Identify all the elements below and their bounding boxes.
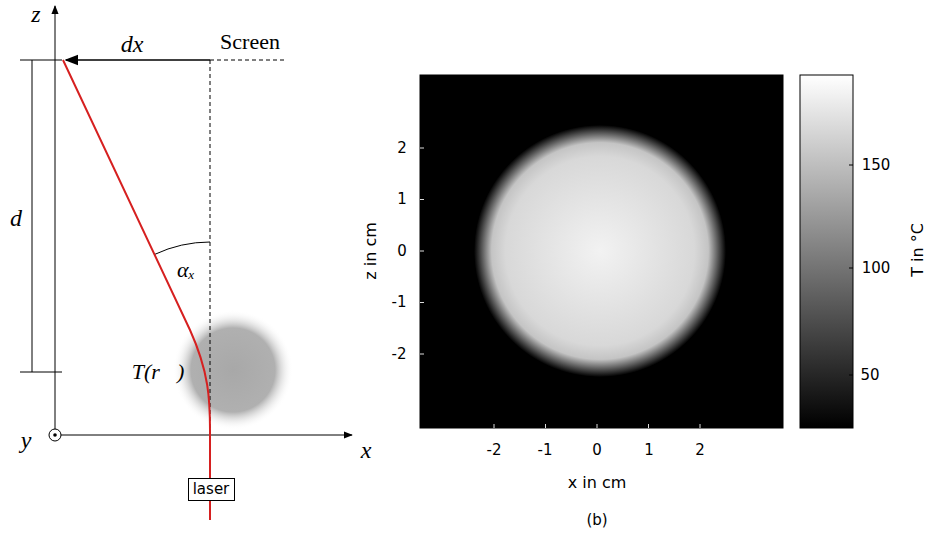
heatmap-disc xyxy=(474,125,726,377)
d-dimension xyxy=(32,60,33,372)
tick-label: -2 xyxy=(392,347,407,362)
heatmap-ground xyxy=(420,75,783,428)
laser-box: laser xyxy=(188,478,235,501)
d-tick xyxy=(20,60,62,61)
y-axis-dot xyxy=(53,433,57,437)
angle-label: αₓ xyxy=(177,259,195,281)
tick-label: 1 xyxy=(397,192,407,207)
axis-title: x in cm xyxy=(568,475,627,491)
heatmap-frame xyxy=(420,75,783,428)
x-axis xyxy=(55,435,352,436)
screen-label: Screen xyxy=(220,31,280,53)
axis-title: z in cm xyxy=(363,222,379,280)
field-label: T(r⃗) xyxy=(132,361,185,383)
colorbar xyxy=(800,75,853,428)
axis-label: z xyxy=(31,2,40,26)
axis-label: x xyxy=(361,438,372,462)
tick-label: 1 xyxy=(644,443,654,458)
dimension-label: d xyxy=(10,206,22,230)
tick-label: -2 xyxy=(487,443,502,458)
colorbar-tick-label: 100 xyxy=(862,261,891,276)
y-axis-symbol xyxy=(49,429,61,441)
temperature-field xyxy=(173,310,293,430)
colorbar-tick-label: 50 xyxy=(860,368,879,383)
d-tick xyxy=(20,372,62,373)
tick-label: -1 xyxy=(538,443,553,458)
node-label: laser xyxy=(193,482,230,497)
tick-label: -1 xyxy=(392,295,407,310)
tick-label: 2 xyxy=(695,443,705,458)
screen-line xyxy=(210,60,285,61)
tick-marks xyxy=(420,148,853,428)
reference-line xyxy=(210,60,211,430)
axis-label: y xyxy=(21,428,32,452)
colorbar-tick-label: 150 xyxy=(862,158,891,173)
tick-label: 0 xyxy=(592,443,602,458)
z-axis xyxy=(55,6,56,435)
dimension-label: dx xyxy=(121,32,144,56)
tick-label: 0 xyxy=(397,244,407,259)
panel-label: (b) xyxy=(586,513,607,528)
tick-label: 2 xyxy=(397,141,407,156)
dx-arrow xyxy=(66,59,210,61)
angle-arc xyxy=(155,242,210,254)
colorbar-title: T in °C xyxy=(910,223,926,277)
laser-ray xyxy=(63,60,210,520)
